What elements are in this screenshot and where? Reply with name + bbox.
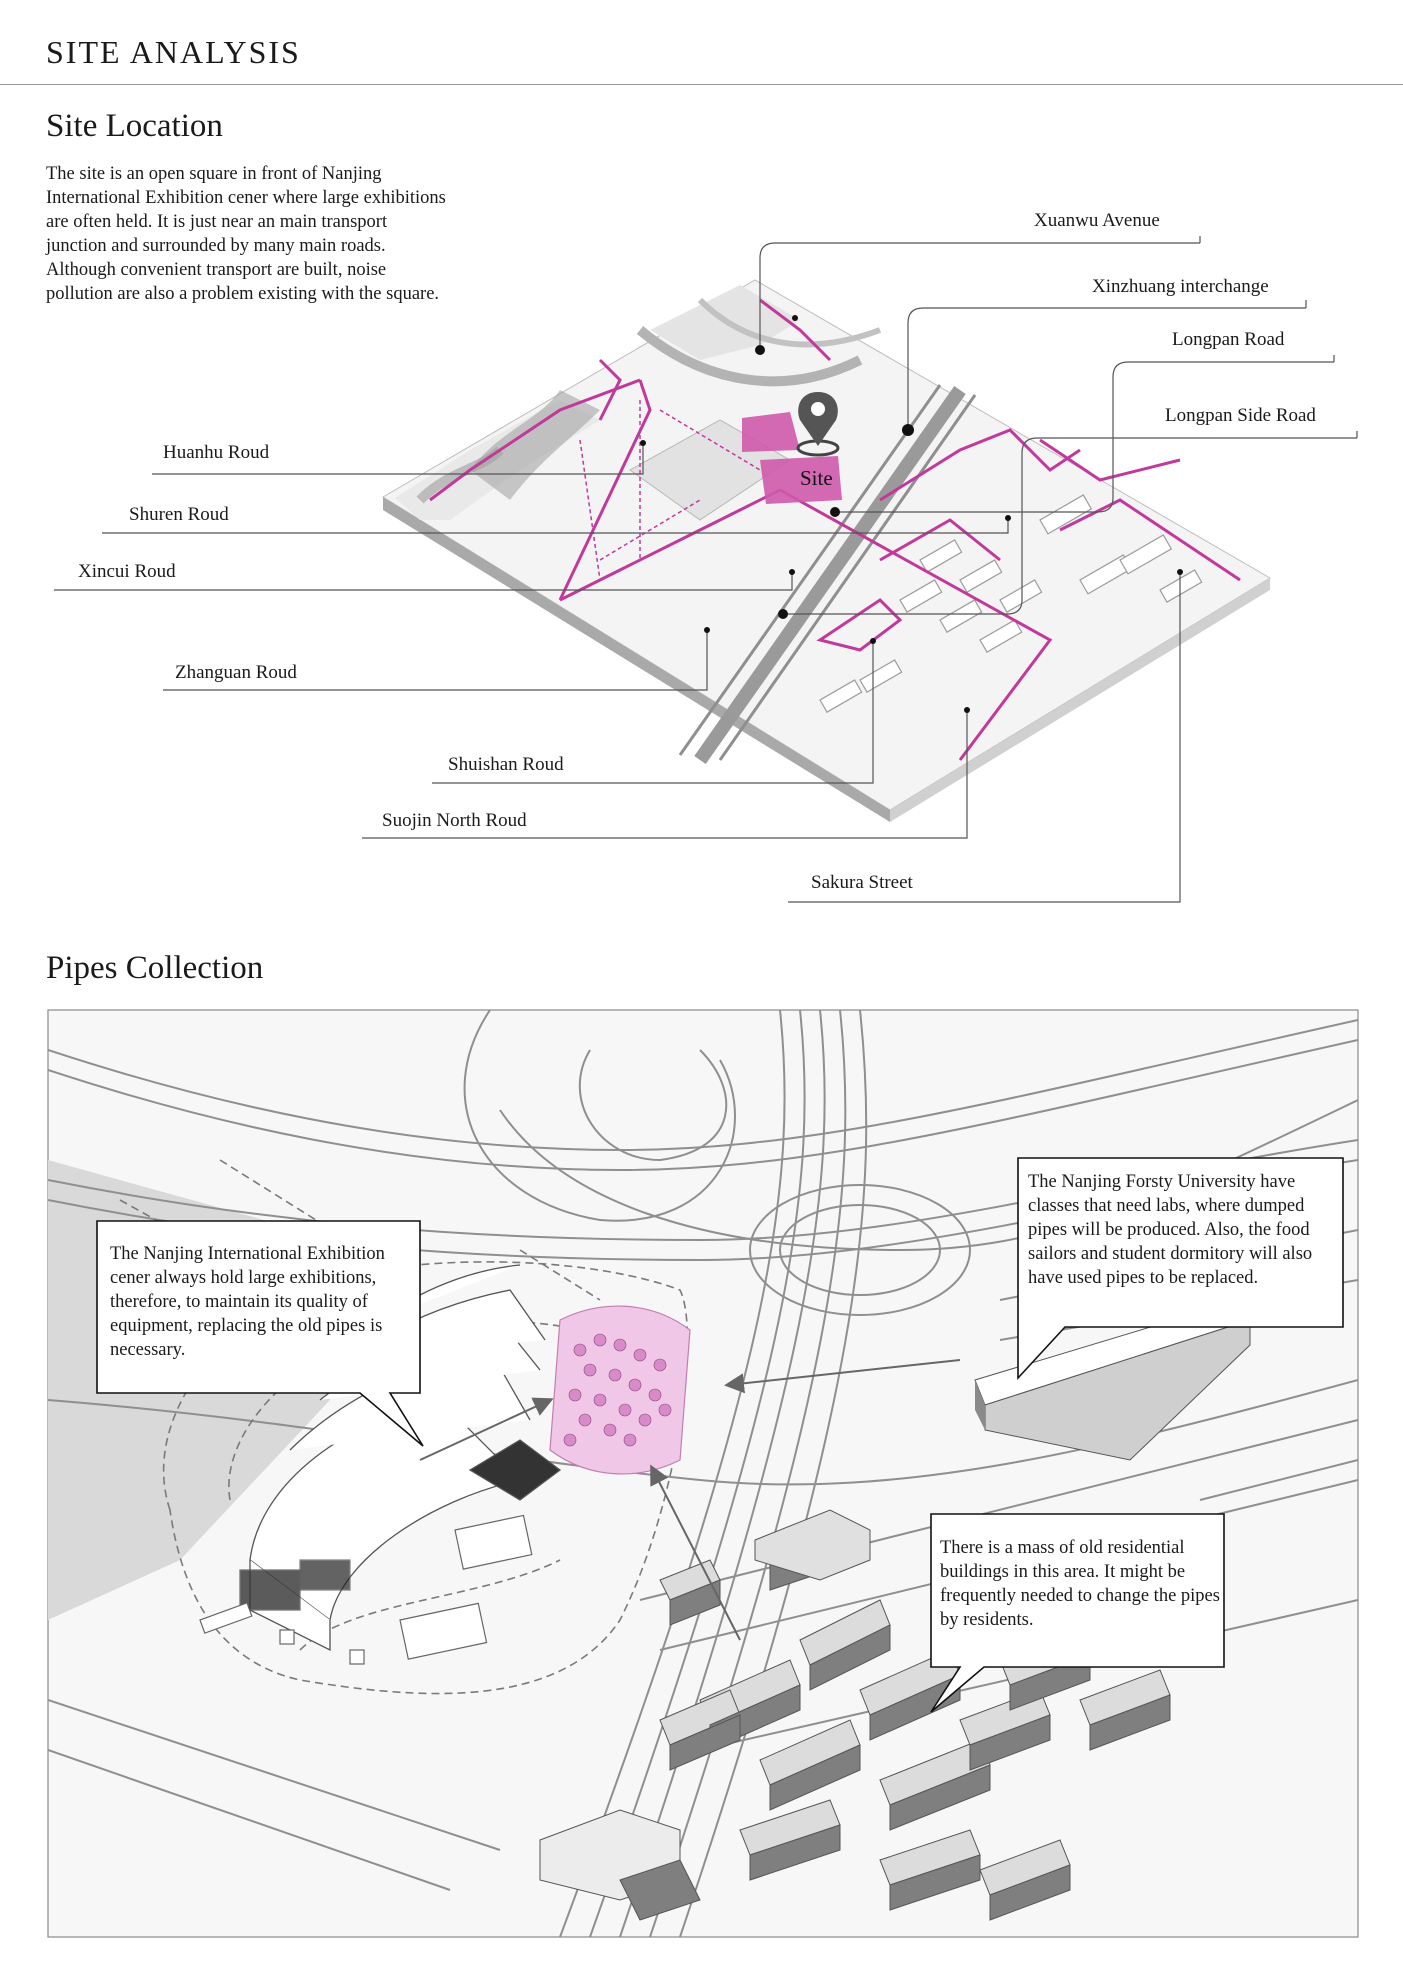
callout-shapes — [96, 1157, 1344, 1713]
road-label-zhanguan-roud: Zhanguan Roud — [175, 662, 297, 683]
page-title: SITE ANALYSIS — [46, 34, 301, 70]
road-label-xuanwu-avenue: Xuanwu Avenue — [1034, 210, 1160, 231]
road-label-shuren-roud: Shuren Roud — [129, 504, 229, 525]
site-label: Site — [800, 466, 833, 490]
site-location-title: Site Location — [46, 108, 223, 144]
pointer-arrows — [419, 1359, 961, 1641]
map-pin-icon — [796, 392, 840, 457]
leader-lines — [54, 236, 1358, 903]
road-label-huanhu-roud: Huanhu Roud — [163, 442, 270, 463]
site-cluster — [549, 1305, 691, 1475]
highway — [636, 297, 977, 765]
site-location-map: Site — [54, 236, 1358, 903]
road-label-sakura-street: Sakura Street — [811, 872, 913, 893]
callout-university-text: The Nanjing Forsty University have class… — [1028, 1172, 1313, 1288]
site-description: The site is an open square in front of N… — [46, 164, 446, 304]
road-label-suojin-north-roud: Suojin North Roud — [382, 810, 527, 831]
road-label-xincui-roud: Xincui Roud — [78, 561, 176, 582]
road-label-xinzhuang-interchange: Xinzhuang interchange — [1092, 276, 1269, 297]
leader-dots — [640, 315, 1183, 713]
residential-blocks — [539, 1509, 1171, 1921]
road-label-longpan-side-road: Longpan Side Road — [1165, 405, 1316, 426]
road-label-shuishan-roud: Shuishan Roud — [448, 754, 564, 775]
plaza-structures — [199, 1514, 533, 1665]
site-footprint — [742, 412, 842, 504]
road-network — [429, 298, 1241, 761]
pipes-collection-title: Pipes Collection — [46, 950, 264, 986]
callout-residential-text: There is a mass of old residential build… — [940, 1538, 1220, 1630]
road-label-longpan-road: Longpan Road — [1172, 329, 1285, 350]
title-divider — [0, 84, 1403, 85]
callout-exhibition-text: The Nanjing International Exhibition cen… — [110, 1244, 385, 1360]
building-footprints — [819, 494, 1203, 713]
